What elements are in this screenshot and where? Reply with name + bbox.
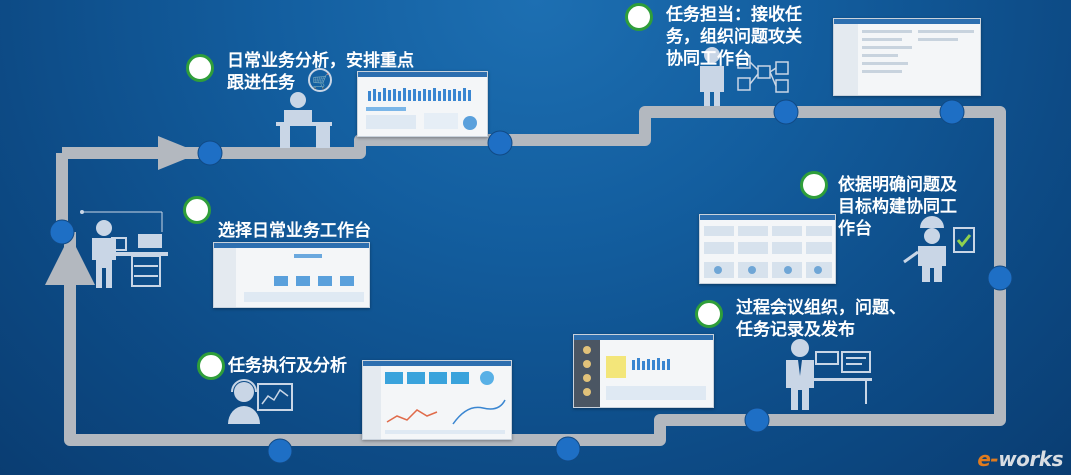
step-marker-dot [197, 352, 225, 380]
portal-thumbnail [214, 248, 364, 307]
desk-worker-icon [80, 210, 168, 288]
workbench-screenshot-build [699, 214, 836, 284]
task-owner-icon [700, 47, 789, 106]
workbench-screenshot-execute [362, 360, 512, 440]
step-label-select-workbench: 选择日常业务工作台 [218, 221, 371, 241]
step-marker-dot [186, 54, 214, 82]
flow-node [49, 219, 75, 245]
workbench-screenshot-analysis [357, 71, 488, 137]
step-label-daily-analysis: 日常业务分析，安排重点 跟进任务 [227, 51, 414, 93]
workbench-screenshot-meeting [573, 334, 714, 408]
eworks-logo: e-works [977, 447, 1063, 471]
workbench-screenshot-task [833, 18, 981, 96]
kanban-thumbnail [704, 226, 832, 278]
flow-node [939, 99, 965, 125]
flow-node [487, 130, 513, 156]
step-label-meeting: 过程会议组织，问题、 任务记录及发布 [736, 298, 906, 340]
flow-node [987, 265, 1013, 291]
workbench-screenshot-select [213, 242, 370, 308]
flow-node [267, 438, 293, 464]
arrow-up-icon [45, 235, 95, 285]
form-thumbnail [834, 24, 974, 95]
step-marker-dot [183, 196, 211, 224]
step-marker-dot [695, 300, 723, 328]
dashboard-thumbnail [363, 366, 506, 439]
headset-operator-icon [228, 379, 293, 424]
step-marker-dot [625, 3, 653, 31]
engineer-icon [903, 216, 975, 282]
flow-node [773, 99, 799, 125]
meeting-thumbnail [574, 340, 706, 407]
step-label-execute: 任务执行及分析 [228, 356, 347, 376]
arrow-right-icon [158, 136, 200, 170]
meeting-presenter-icon [786, 339, 872, 410]
step-label-task-assign: 任务担当：接收任 务，组织问题攻关 协同工作台 [666, 5, 802, 69]
track-path [62, 106, 1006, 446]
analyst-desk-icon: 🛒 [276, 68, 332, 148]
flow-node [197, 140, 223, 166]
step-label-build-workbench: 依据明确问题及 目标构建协同工 作台 [838, 175, 957, 239]
bar-chart-thumbnail [366, 88, 477, 130]
flow-node [744, 407, 770, 433]
step-marker-dot [800, 171, 828, 199]
flow-node [555, 436, 581, 462]
svg-text:🛒: 🛒 [312, 73, 329, 90]
